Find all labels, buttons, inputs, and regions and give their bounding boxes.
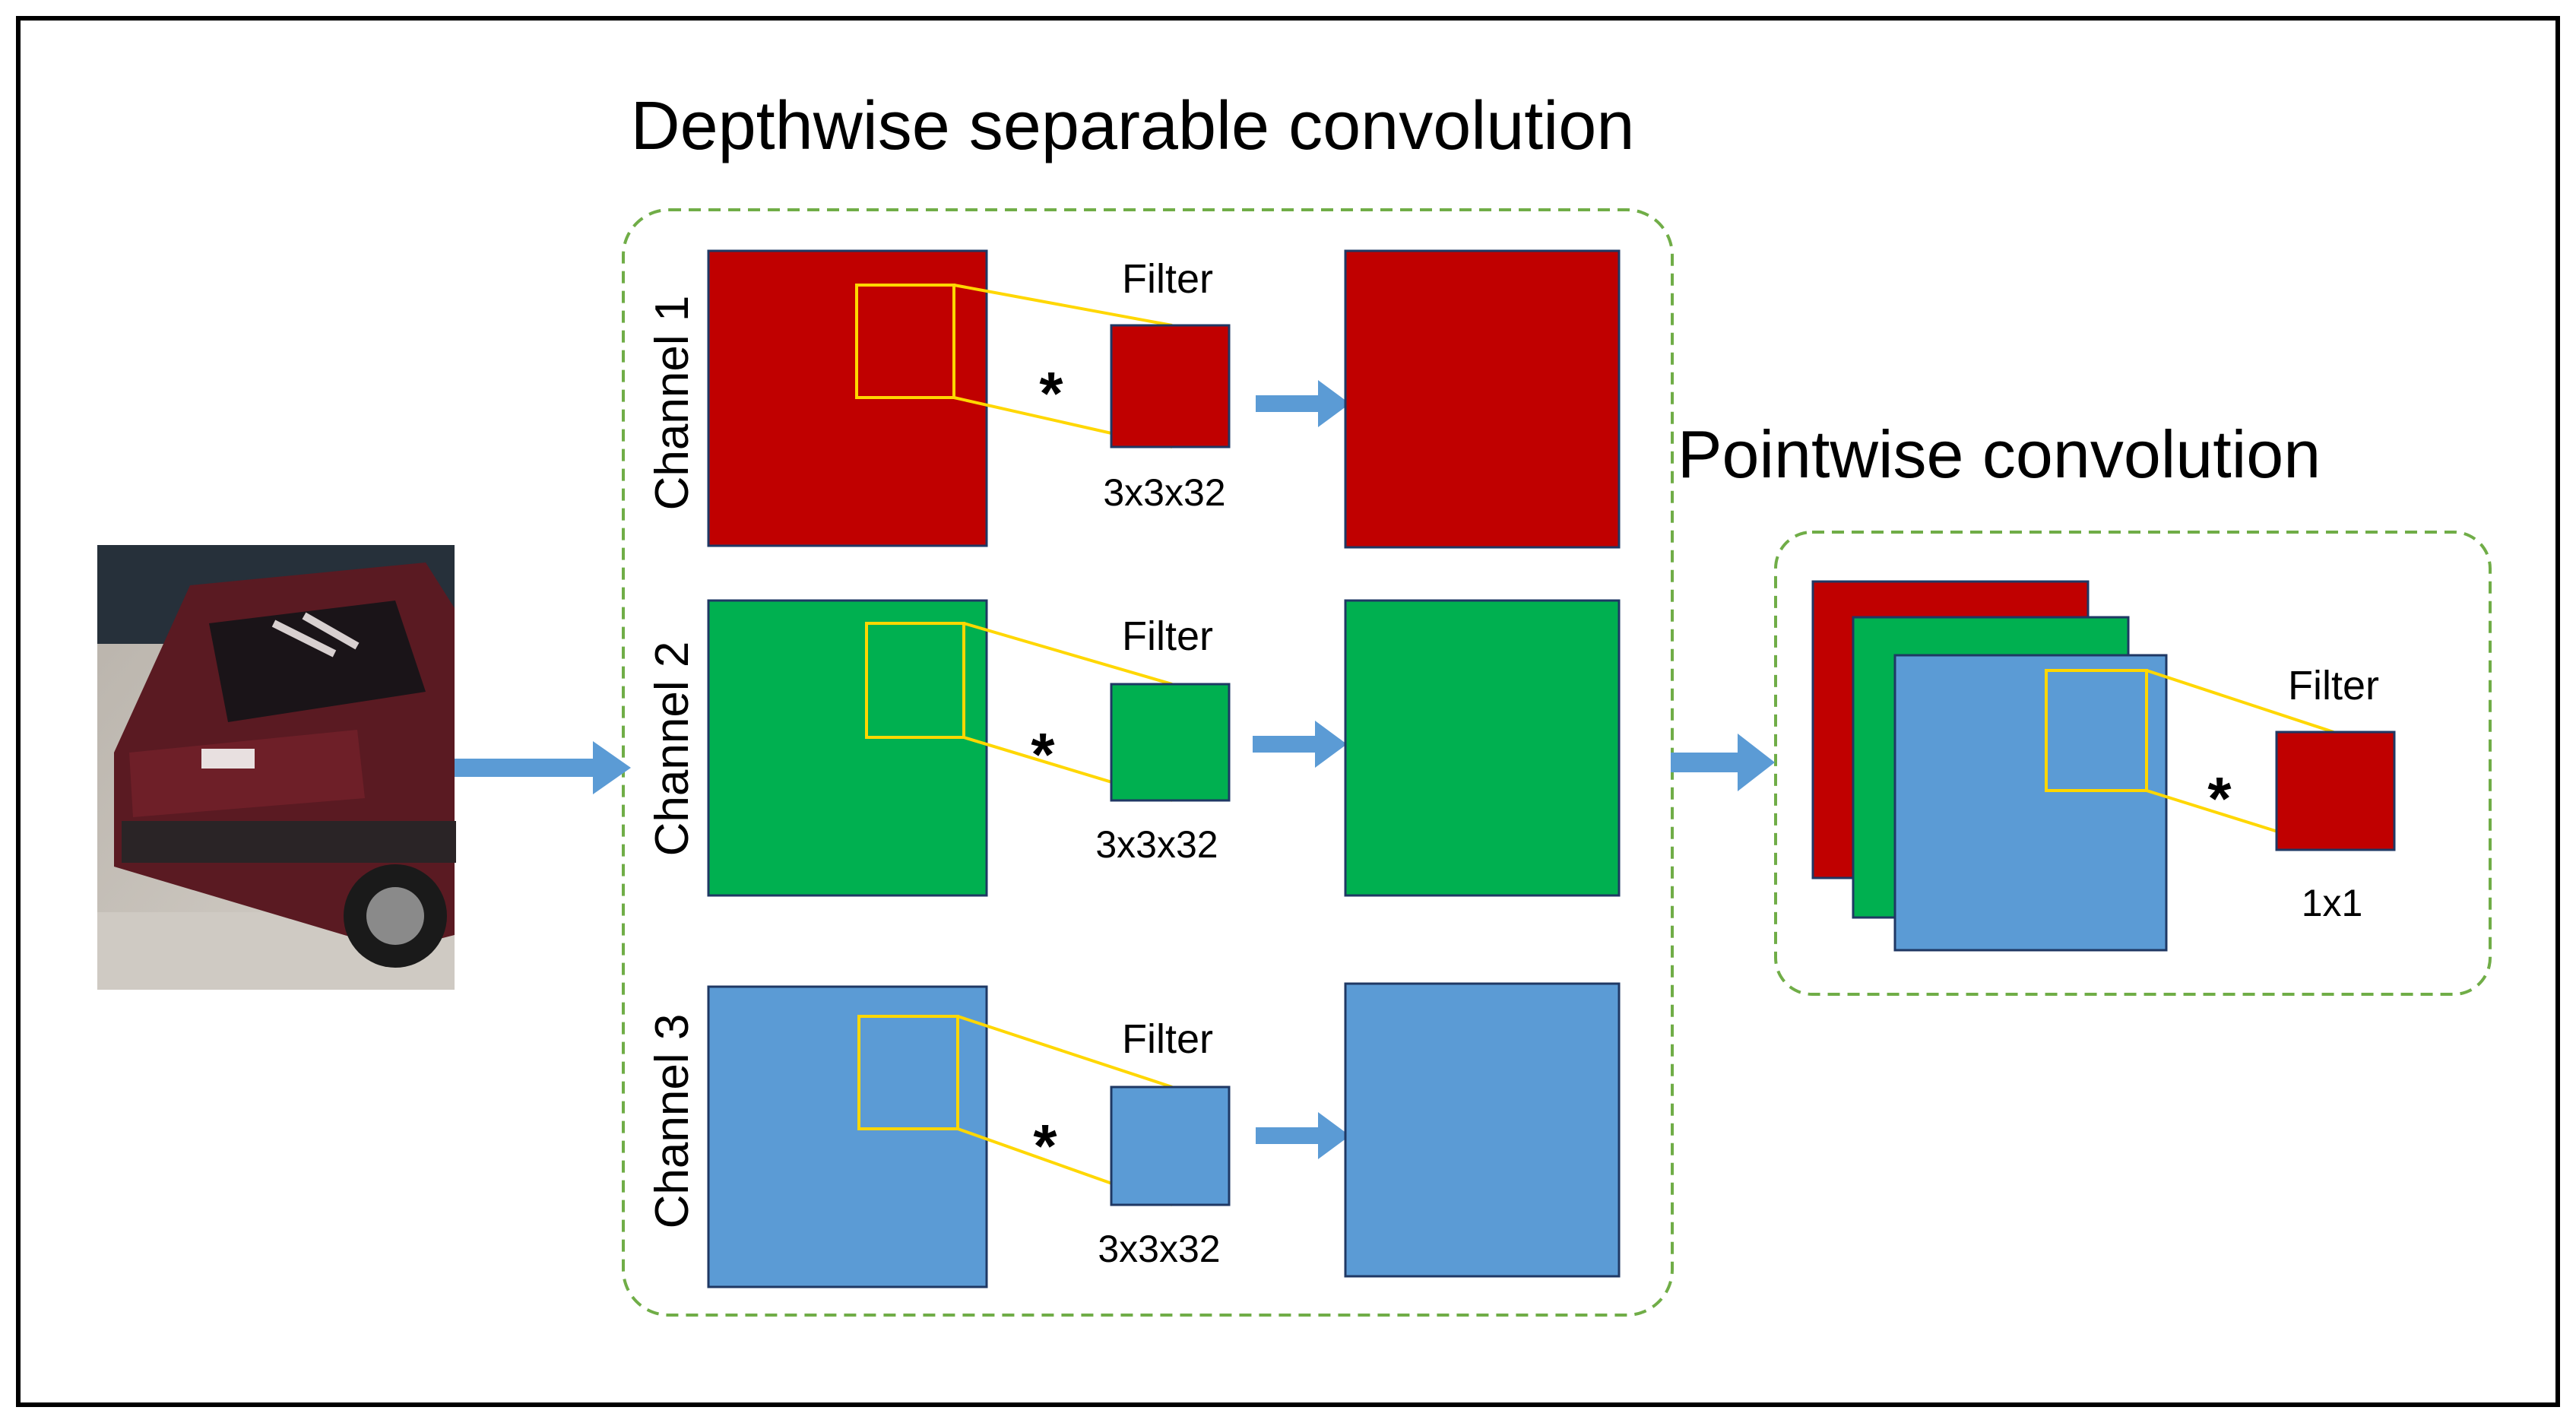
channel-1-filter [1110, 324, 1231, 448]
channel-1-filter-size: 3x3x32 [1103, 471, 1225, 514]
pointwise-filter-size: 1x1 [2302, 882, 2363, 924]
channel-3-projection-top [957, 1015, 1173, 1089]
channel-1-filter-label: Filter [1122, 256, 1213, 302]
channel-3-row: Channel 3 * Filter 3x3x32 [646, 982, 1621, 1288]
channel-2-row: Channel 2 * Filter 3x3x32 [646, 599, 1621, 897]
channel-1-row: Channel 1 * Filter 3x3x32 [646, 249, 1621, 549]
pointwise-group-border [1774, 531, 2492, 996]
channel-2-projection-top [963, 622, 1173, 686]
channel-2-output [1344, 599, 1621, 897]
channel-3-filter-size: 3x3x32 [1098, 1228, 1220, 1270]
channel-1-receptive-field [855, 284, 955, 399]
channel-1-arrow [1256, 380, 1350, 427]
channel-2-arrow [1253, 721, 1347, 768]
pointwise-filter [2275, 731, 2396, 851]
depthwise-group-border [622, 208, 1674, 1317]
pointwise-projection-top [2146, 669, 2334, 734]
channel-2-filter [1110, 683, 1231, 802]
channel-2-operator: * [1031, 721, 1055, 788]
channel-2-filter-label: Filter [1122, 613, 1213, 659]
input-arrow [455, 741, 631, 794]
channel-1-label: Channel 1 [646, 296, 699, 511]
pointwise-title: Pointwise convolution [1678, 417, 2321, 492]
depthwise-title: Depthwise separable convolution [631, 88, 1635, 164]
channel-2-receptive-field [865, 622, 965, 739]
pointwise-stack-blue [1893, 654, 2168, 952]
channel-1-output [1344, 249, 1621, 549]
channel-1-projection-top [953, 284, 1173, 327]
pointwise-block: * Filter 1x1 [1811, 580, 2396, 952]
outer-frame [16, 16, 2560, 1407]
channel-1-operator: * [1039, 360, 1063, 427]
channel-2-input [707, 599, 988, 897]
channel-3-input [707, 985, 988, 1288]
channel-2-label: Channel 2 [646, 642, 699, 857]
channel-3-receptive-field [857, 1015, 959, 1130]
pointwise-filter-label: Filter [2288, 663, 2379, 708]
channel-3-label: Channel 3 [646, 1014, 699, 1229]
depthwise-to-pointwise-arrow [1671, 734, 1775, 791]
channel-2-filter-size: 3x3x32 [1095, 823, 1218, 866]
pointwise-operator: * [2207, 765, 2232, 832]
input-car-image [97, 545, 456, 990]
channel-3-output [1344, 982, 1621, 1278]
pointwise-receptive-field [2045, 669, 2148, 792]
channel-3-arrow [1256, 1112, 1350, 1159]
channel-3-filter [1110, 1085, 1231, 1206]
channel-3-filter-label: Filter [1122, 1016, 1213, 1062]
channel-3-operator: * [1033, 1112, 1057, 1180]
